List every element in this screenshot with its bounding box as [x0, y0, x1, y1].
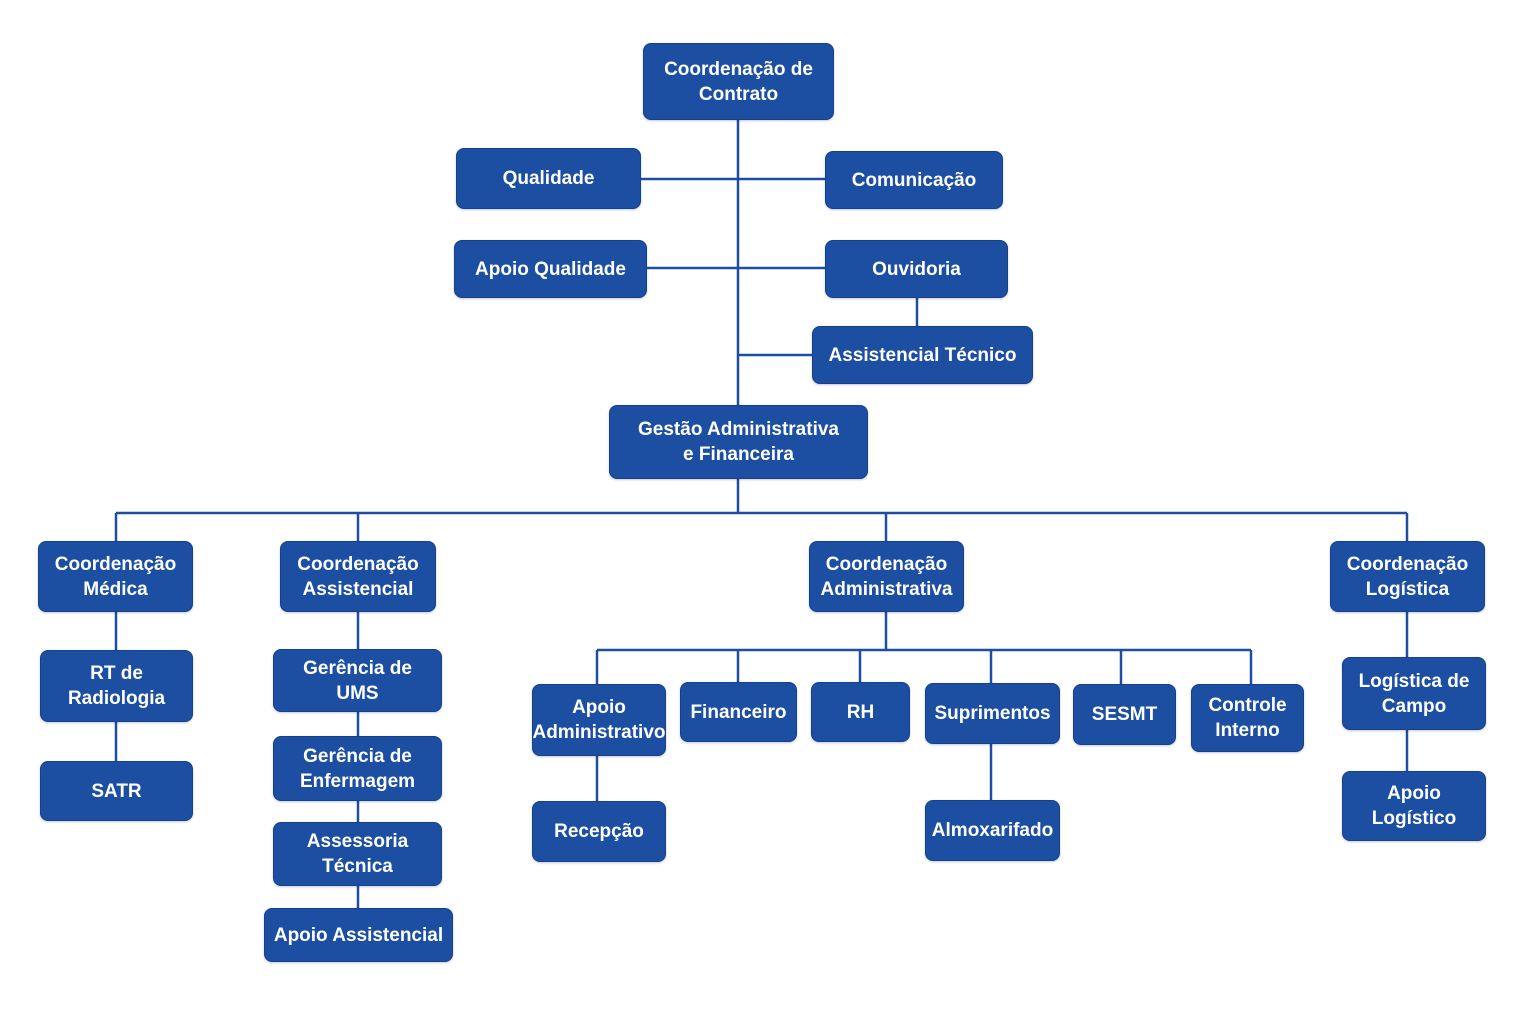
- node-label: Assistencial Técnico: [829, 343, 1017, 368]
- node-gerencia-ums[interactable]: Gerência de UMS: [273, 649, 442, 712]
- node-satr[interactable]: SATR: [40, 761, 193, 821]
- node-suprimentos[interactable]: Suprimentos: [925, 683, 1060, 744]
- node-label-line: Coordenação de: [664, 58, 813, 80]
- node-label-line: Interno: [1215, 720, 1280, 741]
- node-label-line: Suprimentos: [934, 703, 1051, 724]
- node-label: Apoio Qualidade: [475, 257, 626, 282]
- node-qualidade[interactable]: Qualidade: [456, 148, 641, 209]
- node-label-line: Administrativa: [820, 578, 953, 600]
- node-label-line: Gestão Administrativa: [638, 419, 839, 440]
- node-label-line: Assistencial Técnico: [828, 344, 1017, 366]
- node-label-line: Administrativo: [532, 722, 666, 743]
- node-ouvidoria[interactable]: Ouvidoria: [825, 240, 1008, 298]
- node-label-line: Logístico: [1371, 808, 1457, 829]
- node-rt-radiologia[interactable]: RT de Radiologia: [40, 650, 193, 722]
- node-label-line: Comunicação: [851, 169, 977, 191]
- node-gerencia-enfermagem[interactable]: Gerência de Enfermagem: [273, 736, 442, 801]
- node-label-line: Assessoria: [306, 831, 409, 852]
- node-label-line: Contrato: [698, 83, 779, 105]
- node-label-line: Médica: [83, 578, 148, 600]
- node-label-line: Assistencial: [302, 578, 414, 600]
- node-label-line: Apoio: [1387, 783, 1441, 804]
- node-label-line: Coordenação: [297, 553, 419, 575]
- node-label-line: Controle: [1208, 695, 1287, 716]
- node-label-line: Ouvidoria: [872, 258, 961, 280]
- node-label-line: SATR: [91, 780, 142, 802]
- node-label-line: Logística: [1365, 578, 1450, 600]
- node-logistica-campo[interactable]: Logística de Campo: [1342, 657, 1486, 730]
- node-label: Gerência de UMS: [303, 656, 412, 706]
- node-label-line: Coordenação: [1346, 553, 1469, 575]
- node-label: RH: [847, 700, 874, 725]
- node-label-line: RH: [846, 701, 875, 723]
- node-assistencial-tecnico[interactable]: Assistencial Técnico: [812, 326, 1033, 384]
- node-label-line: Apoio Assistencial: [273, 924, 444, 946]
- node-recepcao[interactable]: Recepção: [532, 801, 666, 862]
- node-label-line: Coordenação: [54, 553, 177, 575]
- node-label: SESMT: [1092, 702, 1157, 727]
- node-label-line: Campo: [1381, 695, 1447, 717]
- node-label-line: Gerência de: [303, 745, 412, 767]
- node-label-line: Enfermagem: [299, 770, 416, 792]
- node-comunicacao[interactable]: Comunicação: [825, 151, 1003, 209]
- node-label: Logística de Campo: [1359, 669, 1470, 719]
- node-label-line: RT de: [90, 663, 143, 684]
- node-label-line: SESMT: [1091, 704, 1158, 725]
- node-gestao-administrativa[interactable]: Gestão Administrativa e Financeira: [609, 405, 868, 479]
- node-label: Financeiro: [690, 700, 786, 725]
- node-label: Ouvidoria: [872, 257, 961, 282]
- node-label: Suprimentos: [934, 701, 1050, 726]
- node-label: Coordenação de Contrato: [664, 57, 813, 107]
- node-label-line: Apoio: [572, 697, 626, 718]
- node-coordenacao-contrato[interactable]: Coordenação de Contrato: [643, 43, 834, 120]
- node-label-line: Técnica: [322, 856, 393, 877]
- node-label: SATR: [91, 779, 141, 804]
- node-financeiro[interactable]: Financeiro: [680, 682, 797, 742]
- node-label: Gerência de Enfermagem: [300, 744, 415, 794]
- node-label-line: UMS: [336, 682, 379, 704]
- node-label: Almoxarifado: [932, 818, 1053, 843]
- node-label: Comunicação: [852, 168, 977, 193]
- node-label-line: Almoxarifado: [931, 820, 1054, 841]
- node-label-line: Coordenação: [825, 553, 948, 575]
- node-almoxarifado[interactable]: Almoxarifado: [925, 800, 1060, 861]
- node-sesmt[interactable]: SESMT: [1073, 684, 1176, 745]
- node-label-line: Apoio Qualidade: [475, 258, 626, 280]
- node-label-line: Radiologia: [67, 688, 166, 709]
- node-apoio-qualidade[interactable]: Apoio Qualidade: [454, 240, 647, 298]
- node-label: Apoio Assistencial: [274, 923, 443, 948]
- node-apoio-assistencial[interactable]: Apoio Assistencial: [264, 908, 453, 962]
- node-label: Qualidade: [503, 166, 595, 191]
- node-label: Recepção: [554, 819, 644, 844]
- node-rh[interactable]: RH: [811, 682, 910, 742]
- node-label: Gestão Administrativa e Financeira: [638, 417, 839, 467]
- node-label-line: Qualidade: [502, 168, 595, 189]
- node-label-line: Recepção: [554, 821, 644, 842]
- node-label-line: Financeiro: [690, 701, 787, 723]
- node-label-line: Logística de: [1358, 670, 1470, 692]
- node-label-line: e Financeira: [683, 444, 794, 465]
- node-label-line: Gerência de: [303, 657, 412, 679]
- node-label: RT de Radiologia: [68, 661, 165, 711]
